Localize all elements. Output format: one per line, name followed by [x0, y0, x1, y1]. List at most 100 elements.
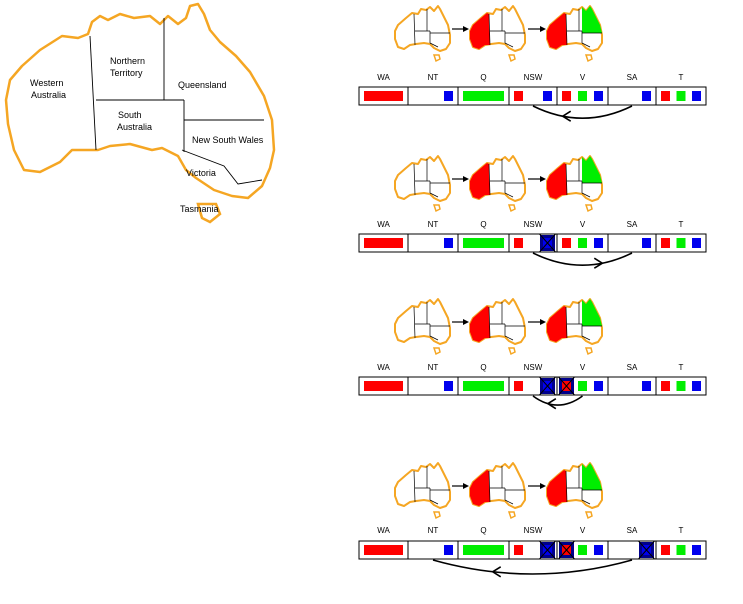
domain-value-blue [594, 545, 603, 555]
column-header-sa: SA [627, 73, 638, 82]
domain-value-red [364, 545, 403, 555]
mini-region-wa [470, 470, 490, 506]
step-3-arrow-2-head [540, 319, 546, 325]
domain-value-blue [692, 545, 701, 555]
mini-region-wa [547, 306, 567, 342]
step-4-map-3 [546, 462, 603, 520]
step-4-arrow-1-head [463, 483, 469, 489]
column-header-t: T [679, 220, 684, 229]
domain-value-green [463, 91, 504, 101]
mini-region-q [582, 299, 602, 326]
mini-borders [413, 302, 450, 341]
domain-value-green [578, 381, 587, 391]
mini-outline [394, 462, 451, 509]
mini-tasmania [507, 347, 516, 356]
domain-value-blue [594, 91, 603, 101]
mini-borders [565, 159, 602, 198]
map-outline [4, 2, 276, 200]
domain-value-blue [642, 381, 651, 391]
column-header-q: Q [480, 220, 486, 229]
column-header-wa: WA [377, 526, 390, 535]
domain-value-green [463, 545, 504, 555]
constraint-arc-head [546, 397, 557, 410]
map-label-nt: Northern [110, 56, 145, 66]
domain-value-red [562, 91, 571, 101]
domain-value-green [676, 238, 686, 248]
domain-value-red [562, 238, 571, 248]
mini-tasmania [584, 511, 593, 520]
step-2-map-2 [469, 155, 526, 213]
domain-value-red [661, 238, 670, 248]
column-header-q: Q [480, 73, 486, 82]
cross-line [539, 540, 556, 560]
domain-value-red [514, 91, 523, 101]
map-label-wa: Western [30, 78, 63, 88]
domain-value-blue [444, 545, 453, 555]
domain-value-green [676, 91, 686, 101]
step-2-map-1 [394, 155, 451, 213]
mini-region-q [582, 463, 602, 490]
domain-value-blue [594, 381, 603, 391]
step-1-arrow-2-head [540, 26, 546, 32]
column-header-sa: SA [627, 363, 638, 372]
mini-region-wa [547, 13, 567, 49]
mini-tasmania [584, 204, 593, 213]
domain-value-green [578, 545, 587, 555]
domain-row-frame [358, 376, 707, 396]
domain-value-red [661, 545, 670, 555]
mini-region-q [582, 6, 602, 33]
cross-line [539, 376, 556, 396]
column-header-sa: SA [627, 526, 638, 535]
domain-value-blue [594, 238, 603, 248]
step-1-map-2 [469, 5, 526, 63]
cross-line [638, 540, 655, 560]
column-header-sa: SA [627, 220, 638, 229]
column-header-q: Q [480, 526, 486, 535]
column-header-nt: NT [428, 526, 439, 535]
mini-tasmania [507, 511, 516, 520]
column-header-nt: NT [428, 73, 439, 82]
state-borders [89, 18, 264, 185]
mini-region-wa [470, 13, 490, 49]
domain-value-green [578, 91, 587, 101]
mini-borders [488, 159, 525, 198]
domain-value-red [514, 381, 523, 391]
map-label-v: Victoria [186, 168, 216, 178]
domain-value-red [661, 381, 670, 391]
column-header-wa: WA [377, 220, 390, 229]
column-header-t: T [679, 526, 684, 535]
map-label-t: Tasmania [180, 204, 219, 214]
mini-borders [488, 302, 525, 341]
domain-row-frame [358, 233, 707, 253]
domain-value-red [364, 381, 403, 391]
step-2-arrow-1-head [463, 176, 469, 182]
map-label-q: Queensland [178, 80, 227, 90]
mini-region-wa [547, 163, 567, 199]
cross-line [558, 376, 575, 396]
column-header-v: V [580, 526, 586, 535]
constraint-arc [532, 395, 583, 406]
column-header-v: V [580, 220, 586, 229]
step-3-map-1 [394, 298, 451, 356]
domain-value-blue [692, 238, 701, 248]
column-header-nsw: NSW [524, 73, 543, 82]
domain-value-red [364, 238, 403, 248]
column-header-wa: WA [377, 73, 390, 82]
mini-outline [394, 5, 451, 52]
mini-tasmania [432, 511, 441, 520]
australia-map: WesternAustraliaNorthernTerritoryQueensl… [4, 2, 276, 224]
mini-tasmania [507, 54, 516, 63]
column-header-t: T [679, 73, 684, 82]
domain-value-blue [444, 381, 453, 391]
constraint-arc-head [561, 110, 572, 122]
step-1-map-1 [394, 5, 451, 63]
mini-region-q [582, 156, 602, 183]
domain-value-blue [692, 91, 701, 101]
step-2-map-3 [546, 155, 603, 213]
column-header-nsw: NSW [524, 220, 543, 229]
domain-value-green [676, 381, 686, 391]
step-3-map-3 [546, 298, 603, 356]
